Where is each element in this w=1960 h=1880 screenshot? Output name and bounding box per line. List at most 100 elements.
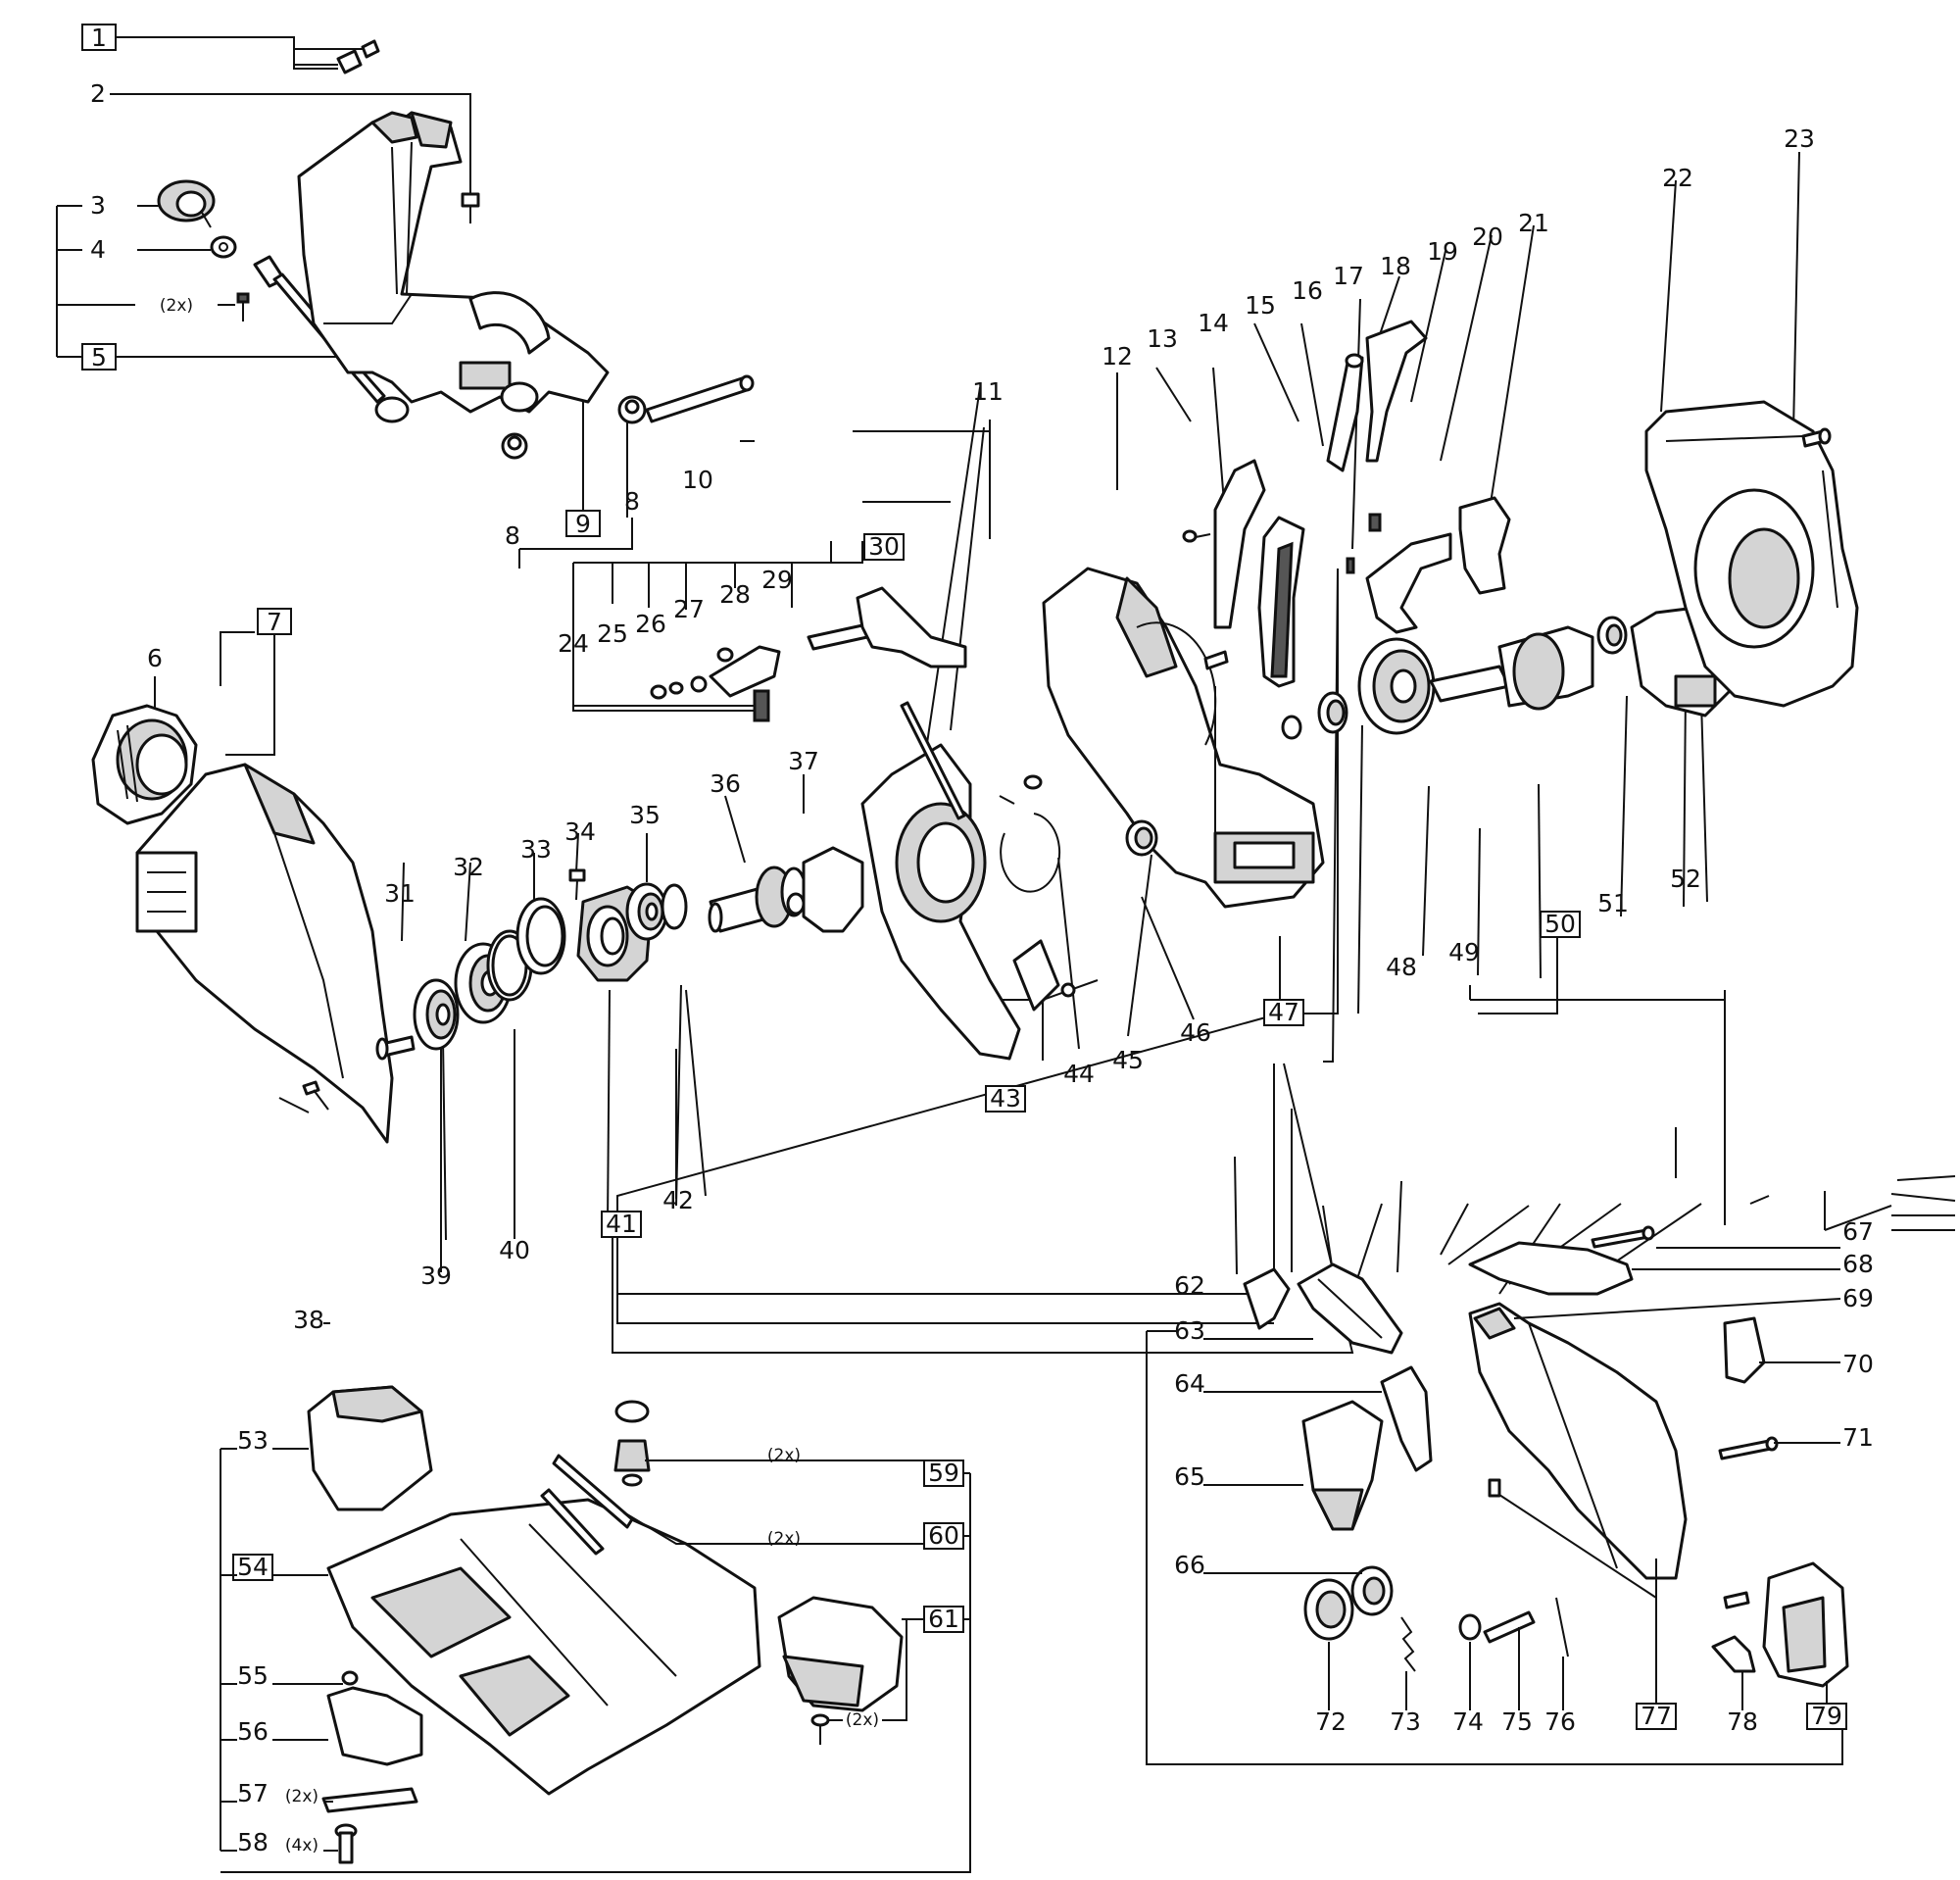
parts (91, 39, 1859, 1864)
part-68-cover-icon (1468, 1241, 1634, 1296)
screw-2x-icon (236, 292, 250, 322)
callout-8-left: 8 (505, 521, 520, 550)
part-1-icon (336, 39, 380, 74)
callout-59: 59 (928, 1459, 959, 1487)
part-66-knob-icon (1350, 1565, 1394, 1616)
callout-69: 69 (1842, 1284, 1874, 1312)
part-55-screw-icon (341, 1670, 359, 1686)
part-21-switch-icon (1458, 496, 1511, 595)
part-60-rods-icon (540, 1454, 634, 1556)
callout-22: 22 (1662, 164, 1693, 192)
part-77-insert-icon (1488, 1478, 1750, 1609)
callout-74: 74 (1452, 1707, 1484, 1736)
callout-56: 56 (237, 1717, 269, 1746)
callout-24: 24 (558, 629, 589, 658)
part-6-dust-port-icon (91, 704, 198, 825)
callout-29: 29 (761, 566, 793, 594)
callout-14: 14 (1198, 309, 1229, 337)
callout-62: 62 (1174, 1271, 1205, 1300)
part-27-icon (690, 675, 708, 693)
part-4-icon (210, 235, 237, 259)
callout-labels: 1 2 3 4 (2x) 5 6 7 8 8 9 10 11 12 13 14 … (90, 24, 1874, 1856)
callout-20: 20 (1472, 223, 1503, 251)
part-8-bushing-right-icon (617, 395, 647, 424)
part-73-spring-icon (1400, 1616, 1416, 1672)
part-17-tube-icon (1326, 353, 1364, 472)
quantity-2x-part-59: (2x) (767, 1446, 801, 1465)
callout-28: 28 (719, 580, 751, 609)
callout-63: 63 (1174, 1316, 1205, 1345)
callout-21: 21 (1518, 209, 1549, 237)
callout-47: 47 (1268, 998, 1299, 1026)
part-12-pin-icon (1203, 650, 1229, 670)
callout-75: 75 (1501, 1707, 1533, 1736)
callout-58: 58 (237, 1828, 269, 1856)
callout-7: 7 (267, 608, 282, 636)
callout-46: 46 (1180, 1018, 1211, 1047)
part-49-stator-icon (1357, 637, 1436, 735)
callout-19: 19 (1427, 237, 1458, 266)
quantity-2x-part-61: (2x) (846, 1710, 879, 1730)
callout-49: 49 (1448, 938, 1480, 966)
part-47-gear-housing-icon (1042, 567, 1325, 909)
part-35-bearing-icon (625, 882, 668, 941)
part-14-plate-icon (1213, 459, 1266, 629)
part-44-spring-icon (999, 795, 1061, 893)
part-8-bushing-left-icon (501, 432, 528, 460)
part-71-screw-icon (1718, 1436, 1779, 1460)
part-28-icon (716, 647, 734, 663)
part-bushing-small-icon (1281, 715, 1302, 740)
part-50-armature-icon (1429, 625, 1594, 711)
housing-upper-icon (297, 111, 610, 414)
callout-30: 30 (868, 532, 900, 561)
callout-64: 64 (1174, 1369, 1205, 1398)
part-58-screw-icon (334, 1823, 358, 1864)
callout-76: 76 (1544, 1707, 1576, 1736)
part-11-rod-icon (900, 701, 966, 820)
part-26-icon (668, 681, 684, 695)
callout-50: 50 (1544, 910, 1576, 938)
part-45-screw-icon (1023, 774, 1043, 790)
callout-26: 26 (635, 610, 666, 638)
part-54-base-plate-icon (326, 1498, 761, 1796)
part-24-spring-icon (753, 689, 770, 722)
callout-36: 36 (710, 769, 741, 798)
part-18-lever-icon (1365, 320, 1428, 463)
part-22-motor-housing-icon (1644, 400, 1859, 708)
callout-18: 18 (1380, 252, 1411, 280)
part-3-icon (157, 179, 216, 228)
callout-61: 61 (928, 1605, 959, 1633)
callout-34: 34 (564, 817, 596, 846)
callout-55: 55 (237, 1661, 269, 1690)
callout-10: 10 (682, 466, 713, 494)
part-13-screw-icon (1182, 529, 1211, 543)
part-76-spring-icon (1555, 1597, 1569, 1657)
part-62-clip-icon (1243, 1267, 1291, 1330)
callout-9: 9 (575, 510, 591, 538)
part-20-bracket-icon (1365, 532, 1452, 634)
callout-48: 48 (1386, 953, 1417, 981)
callout-5: 5 (91, 343, 107, 371)
callout-13: 13 (1147, 324, 1178, 353)
part-69-handle-housing-icon (1468, 1302, 1688, 1580)
callout-57: 57 (237, 1779, 269, 1807)
part-33-ring-icon (515, 897, 566, 975)
part-57-strip-icon (321, 1787, 418, 1813)
part-59-knob-icon (613, 1400, 651, 1487)
part-15-rail-icon (1257, 516, 1305, 688)
part-37-gasket-icon (786, 846, 864, 933)
callout-72: 72 (1315, 1707, 1347, 1736)
callout-16: 16 (1292, 276, 1323, 305)
part-53-cover-icon (307, 1385, 433, 1511)
callout-39: 39 (420, 1262, 452, 1290)
part-79-pcb-icon (1762, 1561, 1849, 1688)
part-61-handle-icon (777, 1596, 904, 1712)
part-78-spring-icon (1711, 1635, 1756, 1673)
part-38-screw-icon (302, 1080, 329, 1111)
part-75-pin-icon (1483, 1610, 1536, 1644)
part-23-screw-icon (1801, 427, 1832, 448)
callout-boxes (81, 24, 1847, 1730)
callout-35: 35 (629, 801, 661, 829)
callout-51: 51 (1597, 889, 1629, 917)
part-25-icon (650, 684, 667, 700)
